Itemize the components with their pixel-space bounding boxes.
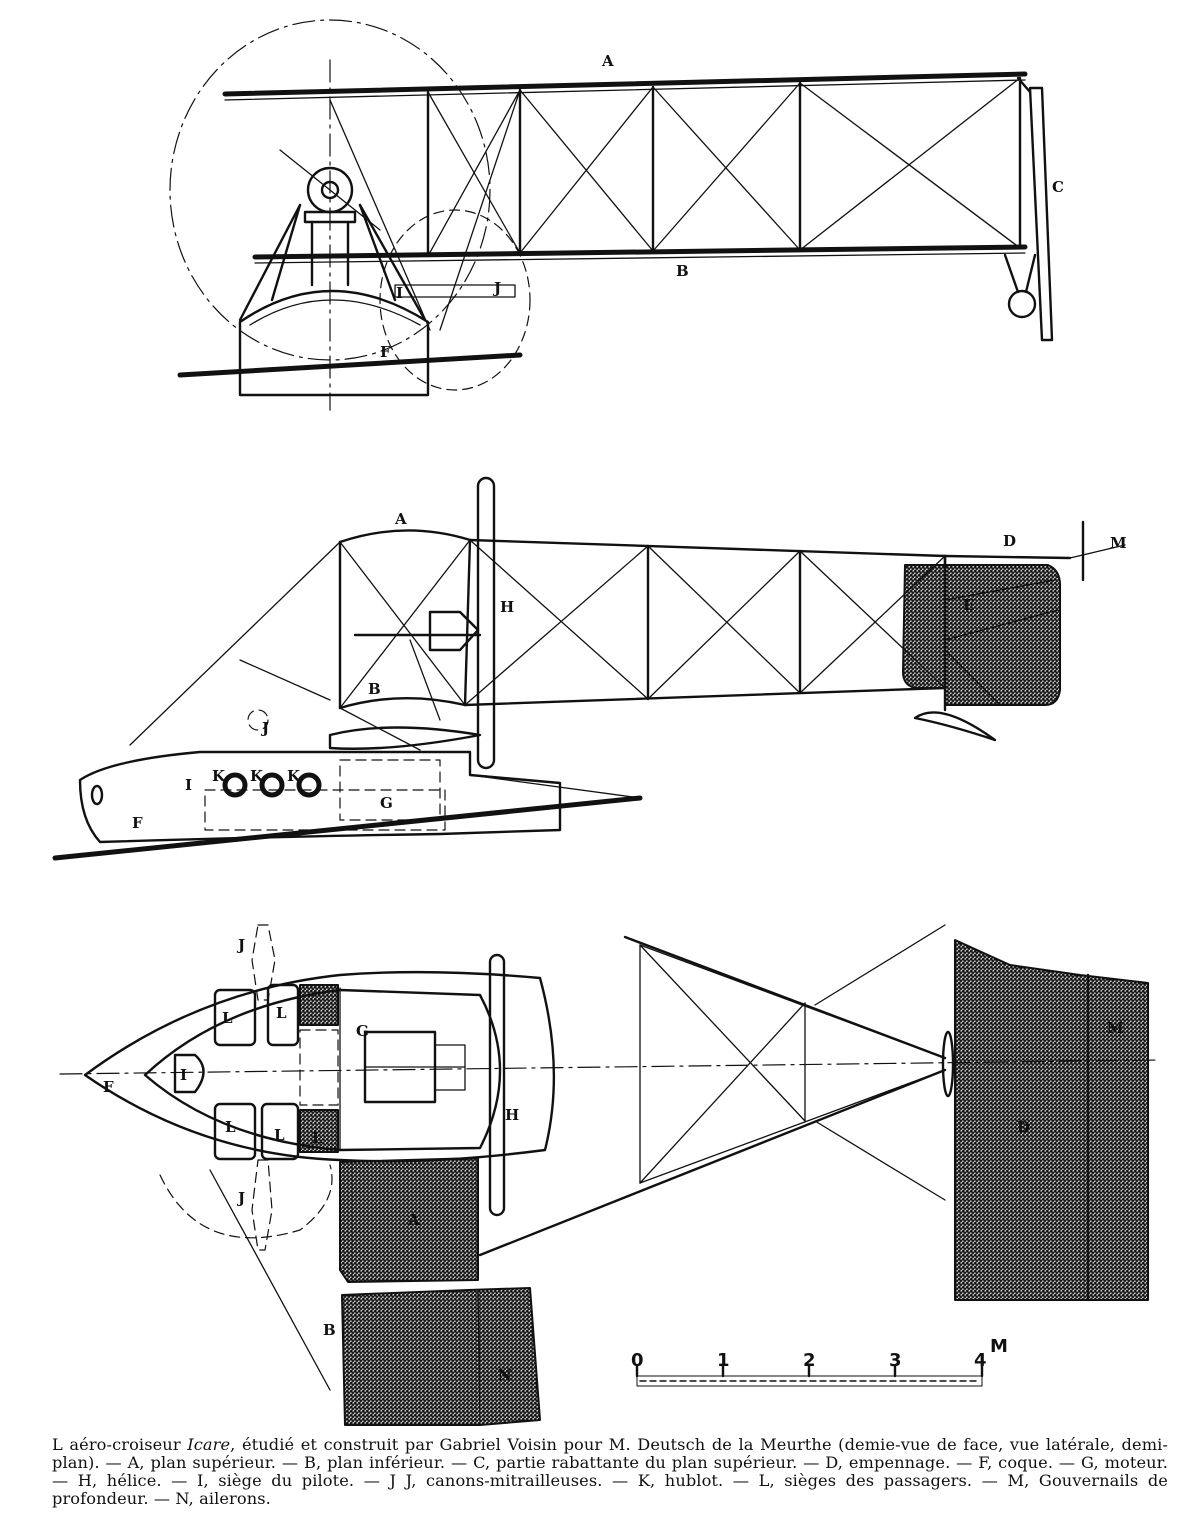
scale-tick-2: 2 <box>803 1350 816 1371</box>
passenger-seat-2 <box>266 983 300 1047</box>
figure-caption: L aéro-croiseur Icare, étudié et constru… <box>52 1436 1168 1508</box>
side-hull <box>78 750 562 844</box>
label-k-3: K <box>287 767 301 785</box>
pilot-seat <box>173 1053 205 1094</box>
label-c: C <box>1052 178 1064 196</box>
label-j-2: J <box>236 1189 245 1207</box>
caption-part-1: L aéro-croiseur <box>52 1435 188 1454</box>
label-m: M <box>1107 1019 1124 1037</box>
label-b: B <box>368 680 381 698</box>
plan-aileron <box>341 1287 541 1426</box>
scale-bar: 0 1 2 3 4 M <box>631 1336 1008 1387</box>
passenger-seat-4 <box>260 1102 300 1161</box>
porthole-3 <box>296 772 322 798</box>
label-m: M <box>1110 534 1127 552</box>
passenger-seat-5 <box>299 984 339 1026</box>
label-l-5: L <box>312 1129 323 1147</box>
scale-tick-0: 0 <box>631 1350 644 1371</box>
label-g: G <box>380 794 393 812</box>
plan-hull <box>83 970 556 1163</box>
front-upper-wing <box>222 71 1028 97</box>
label-f: F <box>380 343 391 361</box>
label-a: A <box>601 52 614 70</box>
scale-tick-1: 1 <box>717 1350 730 1371</box>
side-lower-wing <box>338 697 467 710</box>
scale-tick-3: 3 <box>889 1350 902 1371</box>
aircraft-technical-drawing: A B C F I J <box>52 19 1161 1426</box>
side-view: A B D E F G H I J K K K M <box>52 476 1127 861</box>
label-b: B <box>323 1321 336 1339</box>
side-upper-wing <box>338 529 472 544</box>
label-h: H <box>505 1106 519 1124</box>
label-e: E <box>963 596 974 614</box>
porthole-2 <box>259 772 285 798</box>
label-h: H <box>500 598 514 616</box>
plan-tail <box>954 939 1149 1301</box>
label-j: J <box>492 279 501 297</box>
label-l-1: L <box>222 1009 233 1027</box>
caption-part-2: , étudié et construit par Gabriel Voisin… <box>52 1435 1168 1508</box>
front-hull <box>238 289 430 397</box>
front-folding-wing-part <box>1028 86 1054 342</box>
label-f: F <box>103 1078 114 1096</box>
label-k-1: K <box>212 767 226 785</box>
scale-tick-4: 4 <box>974 1350 987 1371</box>
label-n: N <box>498 1366 512 1384</box>
side-tail-fin <box>902 564 1061 706</box>
label-i: I <box>180 1066 187 1084</box>
side-tail-boom <box>943 554 1072 560</box>
label-g: G <box>356 1022 369 1040</box>
label-j: J <box>260 719 269 737</box>
label-l-3: L <box>225 1118 236 1136</box>
scale-unit: M <box>990 1336 1008 1357</box>
label-i: I <box>396 284 403 302</box>
label-j-1: J <box>236 936 245 954</box>
plan-upper-wing <box>339 1157 479 1283</box>
front-lower-wing <box>252 244 1028 260</box>
passenger-seat-1 <box>213 988 257 1047</box>
caption-aircraft-name: Icare <box>187 1435 231 1454</box>
side-waterline <box>52 795 643 861</box>
label-l-2: L <box>276 1004 287 1022</box>
label-f: F <box>132 814 143 832</box>
front-view: A B C F I J <box>169 19 1064 411</box>
label-k-2: K <box>250 767 264 785</box>
porthole-1 <box>222 772 248 798</box>
label-d: D <box>1003 532 1016 550</box>
passenger-seat-6 <box>299 1109 339 1153</box>
label-i: I <box>185 776 192 794</box>
side-propeller <box>476 476 496 770</box>
label-a: A <box>394 510 407 528</box>
label-a: A <box>407 1211 420 1229</box>
label-l-4: L <box>274 1126 285 1144</box>
label-d: D <box>1017 1118 1030 1136</box>
front-waterline <box>177 352 523 378</box>
plan-view: F I L L L L L G H J J A B N D M <box>59 924 1161 1426</box>
passenger-seat-3 <box>213 1102 257 1161</box>
label-b: B <box>676 262 689 280</box>
plan-propeller <box>488 953 506 1217</box>
